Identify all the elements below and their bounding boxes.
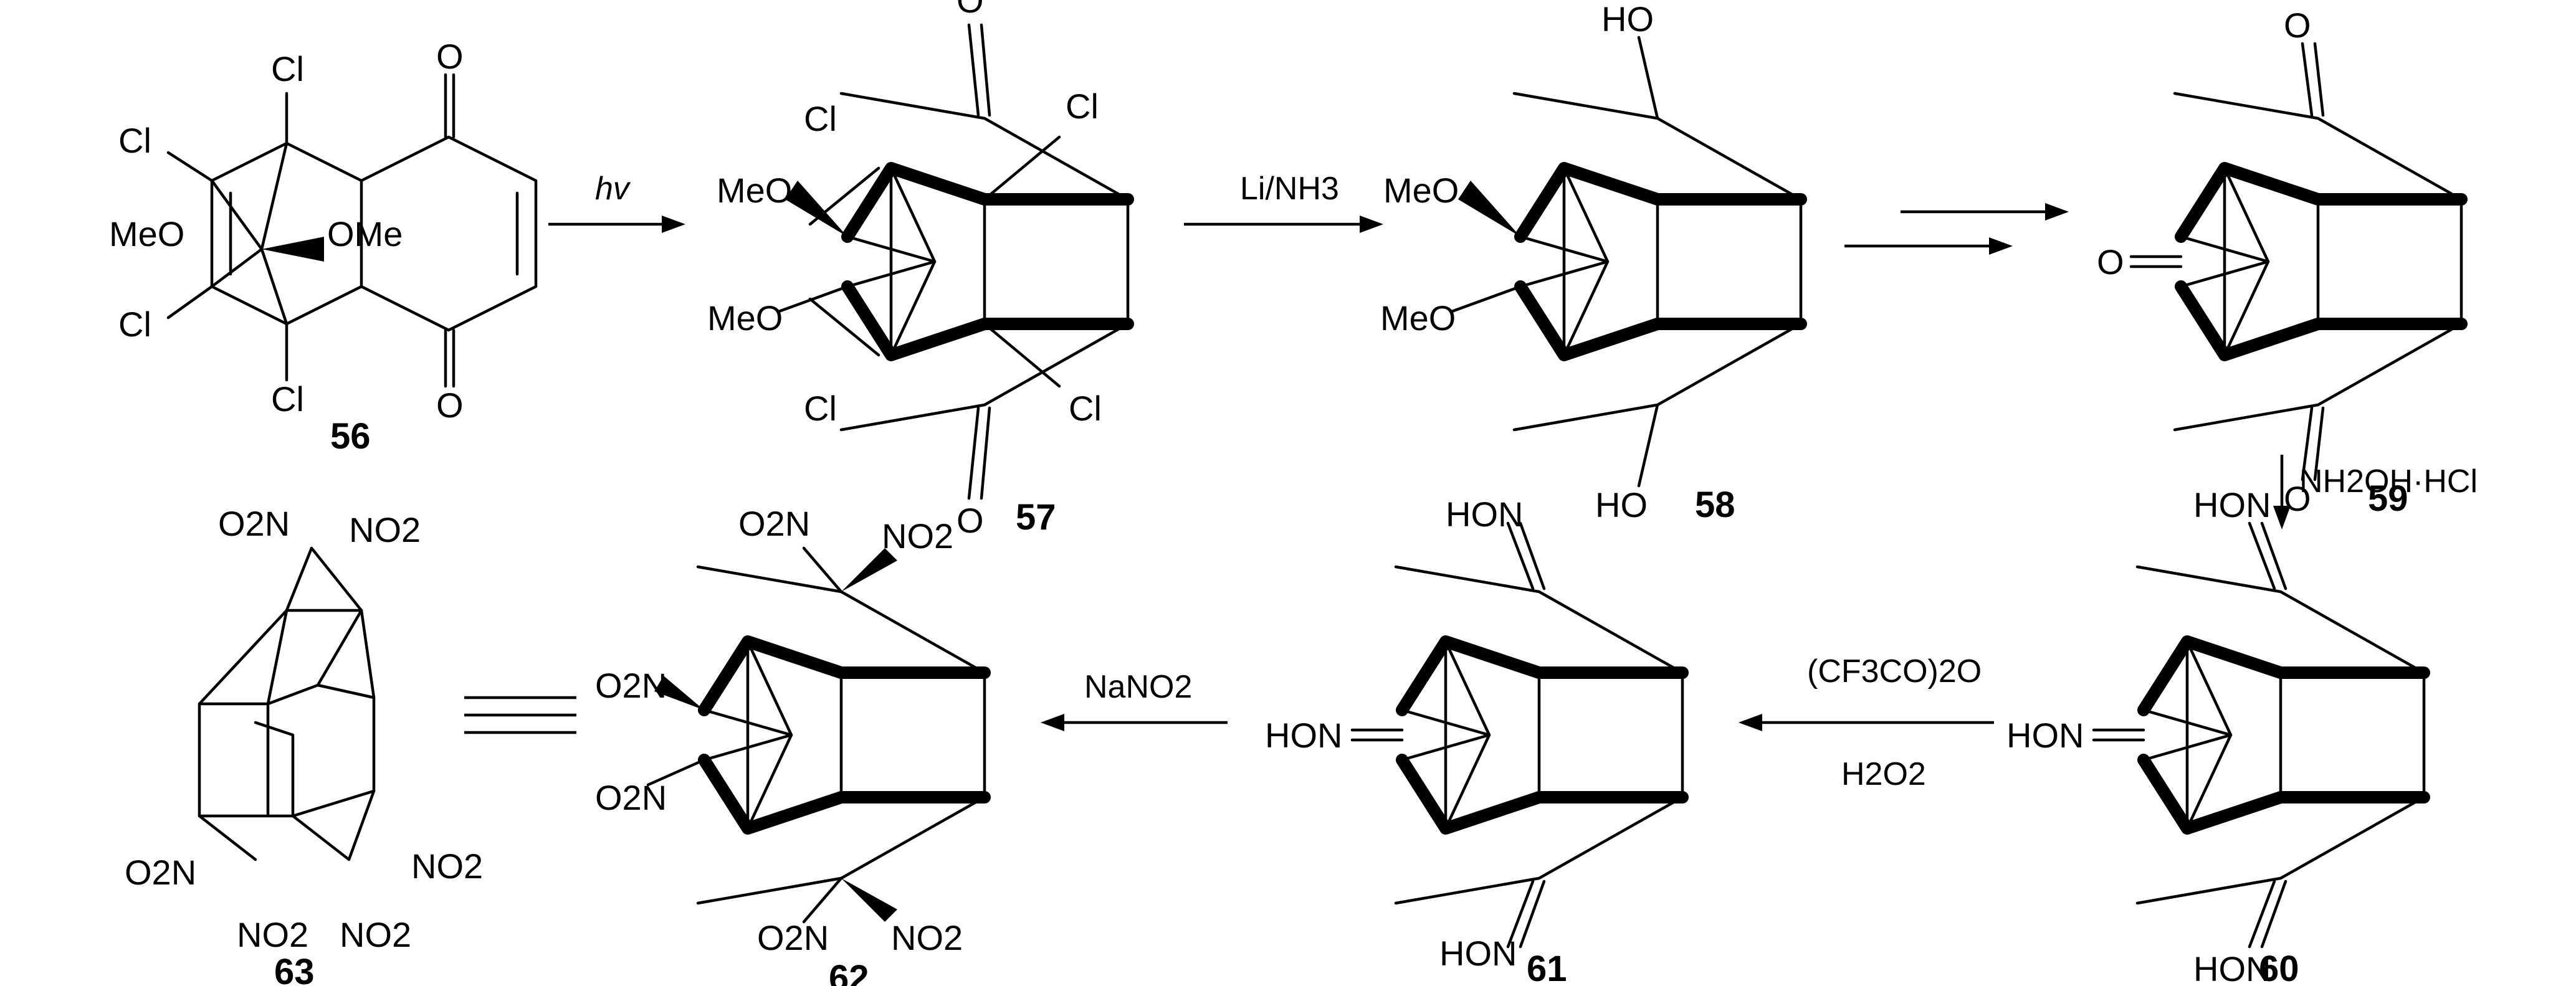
atom-meo: MeO [717, 171, 792, 210]
reaction-arrow-6: NaNO2 [1041, 669, 1228, 731]
equivalence-glyph: ≡ [0, 0, 1, 1]
atom-no2: O2N [757, 918, 829, 957]
atom-o: O [956, 501, 984, 540]
atom-o: O [2097, 242, 2124, 282]
atom-no2: NO2 [891, 918, 963, 957]
atom-hon: HON [1265, 716, 1342, 755]
reagent-label: H2O2 [1841, 756, 1926, 792]
reagent-label: hv [595, 171, 631, 207]
compound-62: O2N NO2 O2N O2N O2N NO2 62 [595, 504, 985, 986]
atom-cl: Cl [118, 121, 151, 160]
atom-meo: MeO [1383, 171, 1459, 210]
reagent-label: NH2OH·HCl [2299, 463, 2478, 500]
reagent-label: (CF3CO)2O [1807, 653, 1982, 690]
atom-cl: Cl [271, 379, 304, 419]
reaction-arrow-2: Li/NH3 [1184, 171, 1383, 233]
atom-cl: Cl [804, 99, 837, 138]
reagent-label: Li/NH3 [1240, 171, 1339, 207]
atom-meo: MeO [1380, 298, 1456, 338]
compound-56: Cl Cl MeO OMe Cl Cl O O 56 [109, 37, 538, 457]
atom-no2: O2N [595, 778, 667, 817]
equivalence-symbol: ≡ [0, 0, 576, 734]
reaction-arrow-4: NH2OH·HCl [2273, 455, 2478, 529]
atom-o: O [956, 0, 984, 20]
compound-number: 63 [274, 952, 315, 986]
atom-hon: HON [2193, 949, 2271, 986]
atom-ho: HO [1595, 485, 1648, 524]
atom-o: O [436, 386, 464, 425]
compound-58: HO MeO MeO HO 58 [1380, 0, 1801, 525]
compound-number: 61 [1527, 949, 1567, 986]
reaction-arrow-5: (CF3CO)2O H2O2 [1739, 653, 1994, 792]
atom-ome: OMe [327, 214, 403, 254]
compound-number: 62 [829, 958, 869, 986]
atom-ho: HO [1601, 0, 1654, 39]
compound-number: 56 [330, 416, 371, 457]
compound-61: HON HON HON 61 [1265, 495, 1682, 986]
reaction-arrow-1: hv [548, 171, 685, 233]
atom-o: O [2284, 6, 2311, 45]
reaction-arrow-3 [1844, 203, 2069, 255]
atom-hon: HON [2006, 716, 2084, 755]
atom-meo: MeO [707, 298, 783, 338]
atom-hon: HON [1439, 934, 1517, 973]
atom-no2: NO2 [237, 915, 308, 954]
compound-number: 59 [2368, 478, 2408, 519]
atom-cl: Cl [271, 49, 304, 88]
atom-no2: O2N [595, 666, 667, 705]
compound-63: O2N NO2 O2N NO2 NO2 NO2 63 [125, 504, 483, 986]
atom-no2: NO2 [882, 516, 953, 556]
atom-hon: HON [1446, 495, 1523, 534]
compound-number: 60 [2259, 949, 2299, 986]
atom-hon: HON [2193, 485, 2271, 524]
atom-no2: O2N [738, 504, 810, 543]
atom-no2: O2N [218, 504, 290, 543]
compound-57: O Cl Cl MeO MeO Cl Cl O 57 [707, 0, 1128, 540]
atom-no2: NO2 [349, 510, 421, 549]
atom-cl: Cl [1066, 87, 1099, 126]
atom-cl: Cl [1069, 389, 1102, 428]
atom-no2: NO2 [411, 846, 483, 886]
atom-meo: MeO [109, 214, 184, 254]
atom-cl: Cl [118, 305, 151, 344]
atom-no2: O2N [125, 853, 196, 892]
compound-number: 58 [1695, 485, 1735, 525]
atom-o: O [436, 37, 464, 76]
compound-number: 57 [1016, 497, 1056, 538]
compound-60: HON HON HON 60 [2006, 485, 2424, 986]
atom-cl: Cl [804, 389, 837, 428]
atom-no2: NO2 [340, 915, 411, 954]
reagent-label: NaNO2 [1084, 669, 1192, 705]
compound-59: O O O 59 [2097, 6, 2461, 519]
